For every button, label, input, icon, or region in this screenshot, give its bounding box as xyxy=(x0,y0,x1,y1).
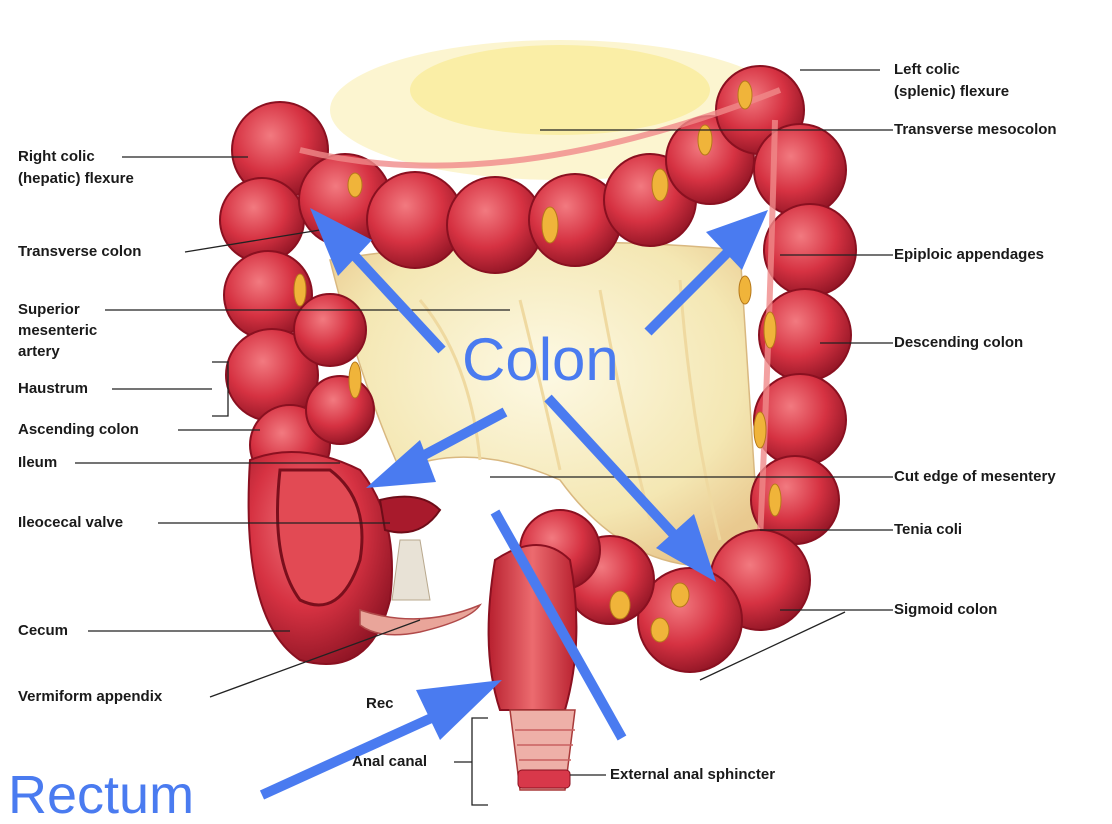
label-descending-colon: Descending colon xyxy=(894,333,1023,353)
label-cut-edge-of-mesentery: Cut edge of mesentery xyxy=(894,467,1056,487)
label-ileocecal-valve: Ileocecal valve xyxy=(18,513,123,533)
label-ascending-colon: Ascending colon xyxy=(18,420,139,440)
label-external-anal-sphincter: External anal sphincter xyxy=(610,765,775,785)
label-superior-mesenteric-artery-2: mesenteric xyxy=(18,321,97,341)
label-rectum-partial: Rec xyxy=(366,694,394,714)
label-tenia-coli: Tenia coli xyxy=(894,520,962,540)
label-right-colic-flexure-2: (hepatic) flexure xyxy=(18,169,134,189)
label-haustrum: Haustrum xyxy=(18,379,88,399)
label-transverse-mesocolon: Transverse mesocolon xyxy=(894,120,1057,140)
label-superior-mesenteric-artery-1: Superior xyxy=(18,300,80,320)
label-left-colic-flexure-1: Left colic xyxy=(894,60,960,80)
overlay-rectum-text: Rectum xyxy=(8,768,194,822)
label-cecum: Cecum xyxy=(18,621,68,641)
label-transverse-colon: Transverse colon xyxy=(18,242,141,262)
label-anal-canal: Anal canal xyxy=(352,752,427,772)
label-sigmoid-colon: Sigmoid colon xyxy=(894,600,997,620)
label-left-colic-flexure-2: (splenic) flexure xyxy=(894,82,1009,102)
label-right-colic-flexure-1: Right colic xyxy=(18,147,95,167)
label-vermiform-appendix: Vermiform appendix xyxy=(18,687,162,707)
label-epiploic-appendages: Epiploic appendages xyxy=(894,245,1044,265)
label-ileum: Ileum xyxy=(18,453,57,473)
label-superior-mesenteric-artery-3: artery xyxy=(18,342,60,362)
overlay-colon-text: Colon xyxy=(462,330,619,390)
